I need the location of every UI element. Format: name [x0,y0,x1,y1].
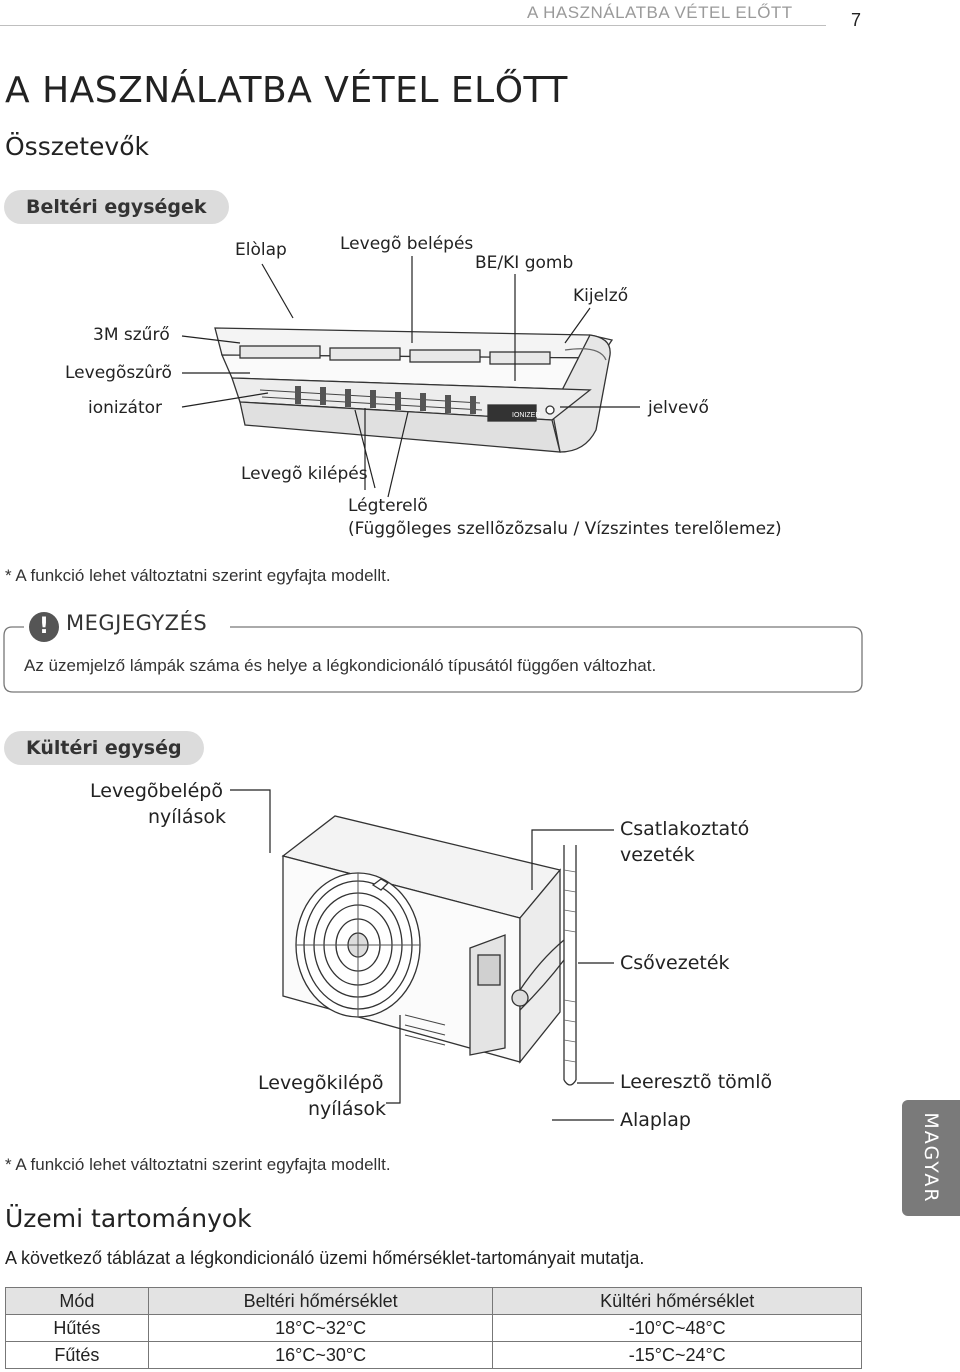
label-drain-hose: Leeresztõ tömlõ [620,1071,773,1093]
label-connecting-cable-2: vezeték [620,844,695,866]
indoor-leaders [181,256,640,498]
outdoor-leaders [230,789,614,1121]
table-header-row: Mód Beltéri hőmérséklet Kültéri hőmérsék… [5,1287,862,1315]
cell-indoor: 16°C~30°C [147,1341,494,1369]
page-number: 7 [851,10,862,30]
indoor-footnote: * A funkció lehet változtatni szerint eg… [5,566,391,585]
page-title: A HASZNÁLATBA VÉTEL ELŐTT [5,70,568,111]
table-row: Hűtés 18°C~32°C -10°C~48°C [5,1314,862,1342]
label-connecting-cable-1: Csatlakoztató [620,818,750,840]
label-air-outlet-openings-2: nyílások [308,1098,387,1120]
cell-mode: Hűtés [5,1314,149,1342]
table-row: Fűtés 16°C~30°C -15°C~24°C [5,1341,862,1369]
label-on-off-button: BE/KI gomb [475,253,574,273]
label-base-plate: Alaplap [620,1109,691,1131]
label-louver-detail: (Függõleges szellõzõzsalu / Vízszintes t… [348,519,782,539]
label-front-panel: Elòlap [235,240,287,260]
cell-outdoor: -10°C~48°C [492,1314,862,1342]
label-air-inlet-openings-2: nyílások [148,806,227,828]
language-tab: MAGYAR [902,1100,960,1216]
warning-icon: ! [29,612,59,642]
label-display: Kijelző [573,286,629,306]
outdoor-pipes [511,845,577,1086]
header-rule [0,25,826,26]
outdoor-footnote: * A funkció lehet változtatni szerint eg… [5,1155,391,1174]
header-indoor-temp: Beltéri hőmérséklet [147,1287,494,1315]
indoor-pill: Beltéri egységek [4,190,229,224]
label-air-inlet-openings-1: Levegõbelépõ [90,780,223,802]
cell-outdoor: -15°C~24°C [492,1341,862,1369]
label-louver: Légterelõ [348,496,428,516]
label-air-filter: Levegõszûrõ [65,363,172,383]
ranges-title: Üzemi tartományok [5,1204,252,1233]
ranges-description: A következő táblázat a légkondicionáló ü… [5,1248,645,1268]
header-mode: Mód [5,1287,149,1315]
label-air-inlet: Levegõ belépés [340,234,474,254]
outdoor-unit-illustration [281,815,562,1064]
ranges-table: Mód Beltéri hőmérséklet Kültéri hőmérsék… [5,1287,862,1369]
label-3m-filter: 3M szűrő [93,325,170,345]
label-ionizer: ionizátor [88,398,163,418]
label-air-outlet: Levegõ kilépés [241,464,368,484]
pipe-rings [563,869,577,1063]
indoor-unit-illustration [214,327,614,453]
cell-indoor: 18°C~32°C [147,1314,494,1342]
outdoor-pill: Kültéri egység [4,731,204,765]
note-text: Az üzemjelző lámpák száma és helye a lég… [24,656,657,675]
header-outdoor-temp: Kültéri hőmérséklet [492,1287,862,1315]
language-tab-label: MAGYAR [920,1112,942,1204]
label-receiver: jelvevő [648,398,709,418]
note-heading: MEGJEGYZÉS [66,611,208,635]
ionizer-badge: IONIZER [512,412,540,419]
label-piping: Csővezeték [620,952,730,974]
label-air-outlet-openings-1: Levegõkilépõ [258,1072,384,1094]
cell-mode: Fűtés [5,1341,149,1369]
running-title: A HASZNÁLATBA VÉTEL ELŐTT [527,3,793,22]
section-title: Összetevők [5,132,149,161]
note-frame [3,626,863,693]
